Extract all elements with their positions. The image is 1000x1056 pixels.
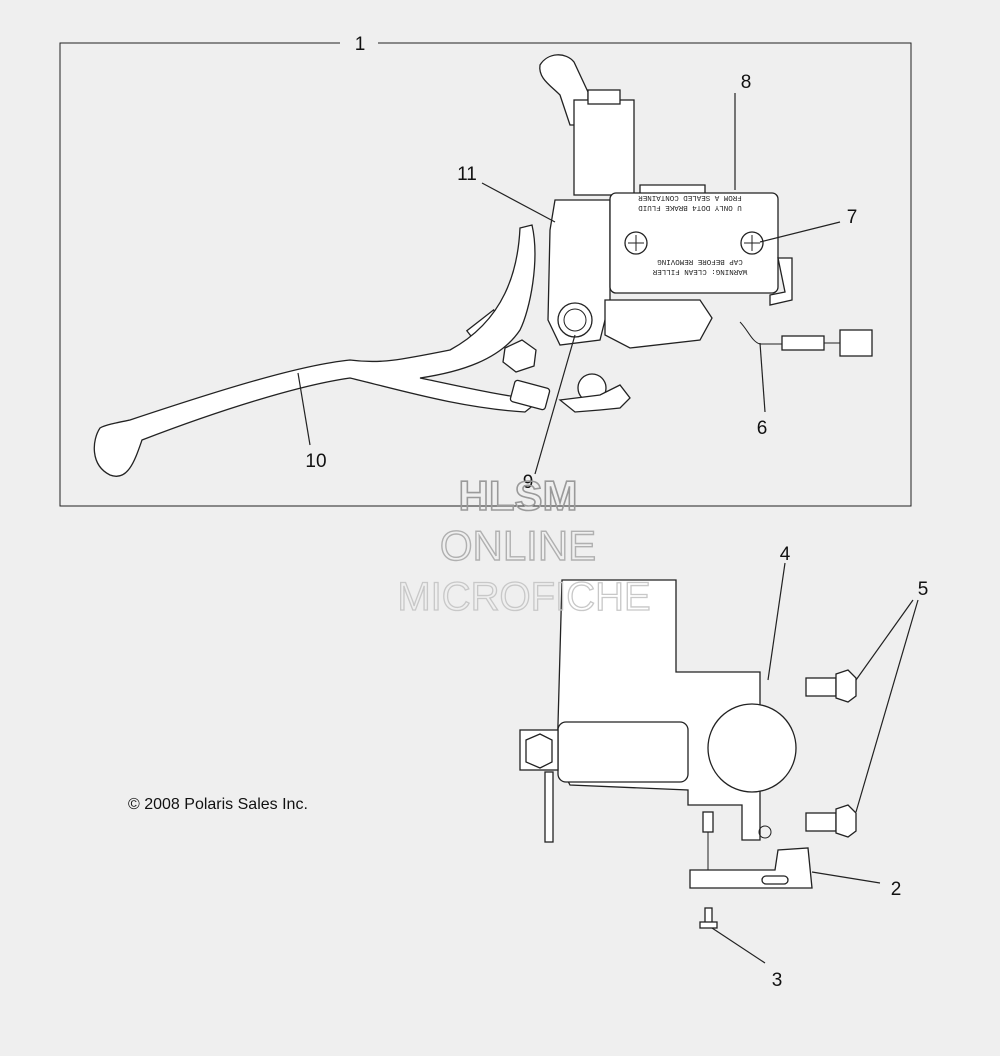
bolt-upper — [805, 669, 857, 703]
brake-lever-assembly: U ONLY DOT4 BRAKE FLUID FROM A SEALED CO… — [93, 54, 873, 477]
watermark-line1: HLSM — [459, 472, 578, 519]
bolt-lower — [805, 804, 857, 838]
leader-lines — [297, 93, 919, 964]
cap-screw-right — [740, 231, 764, 255]
clamp-bracket — [689, 811, 813, 889]
assembly-frame — [59, 42, 912, 507]
callout-4: 4 — [780, 544, 791, 565]
watermark: HLSM ONLINE MICROFICHE — [397, 471, 652, 619]
callouts: 1 2 3 4 5 6 7 8 9 10 11 — [305, 34, 928, 991]
watermark-line3: MICROFICHE — [397, 575, 650, 619]
reservoir-label: U ONLY DOT4 BRAKE FLUID FROM A SEALED CO… — [638, 193, 748, 275]
callout-2: 2 — [891, 879, 902, 900]
reservoir-label-line2: FROM A SEALED CONTAINER — [638, 193, 742, 201]
callout-7: 7 — [847, 207, 858, 228]
callout-10: 10 — [305, 451, 326, 472]
reservoir-label-line1: U ONLY DOT4 BRAKE FLUID — [638, 203, 742, 211]
reservoir-label-line3: WARNING: CLEAN FILLER — [652, 267, 747, 275]
callout-6: 6 — [757, 418, 768, 439]
master-cylinder-body — [519, 579, 797, 843]
callout-11: 11 — [457, 164, 477, 185]
watermark-line2: ONLINE — [440, 522, 596, 569]
callout-3: 3 — [772, 970, 783, 991]
callout-9: 9 — [523, 472, 534, 493]
cap-screw-left — [624, 231, 648, 255]
callout-8: 8 — [741, 72, 752, 93]
copyright-text: © 2008 Polaris Sales Inc. — [128, 796, 308, 813]
screw-small — [699, 907, 718, 929]
reservoir-label-line4: CAP BEFORE REMOVING — [657, 257, 743, 265]
callout-1: 1 — [355, 34, 366, 55]
callout-5: 5 — [918, 579, 929, 600]
